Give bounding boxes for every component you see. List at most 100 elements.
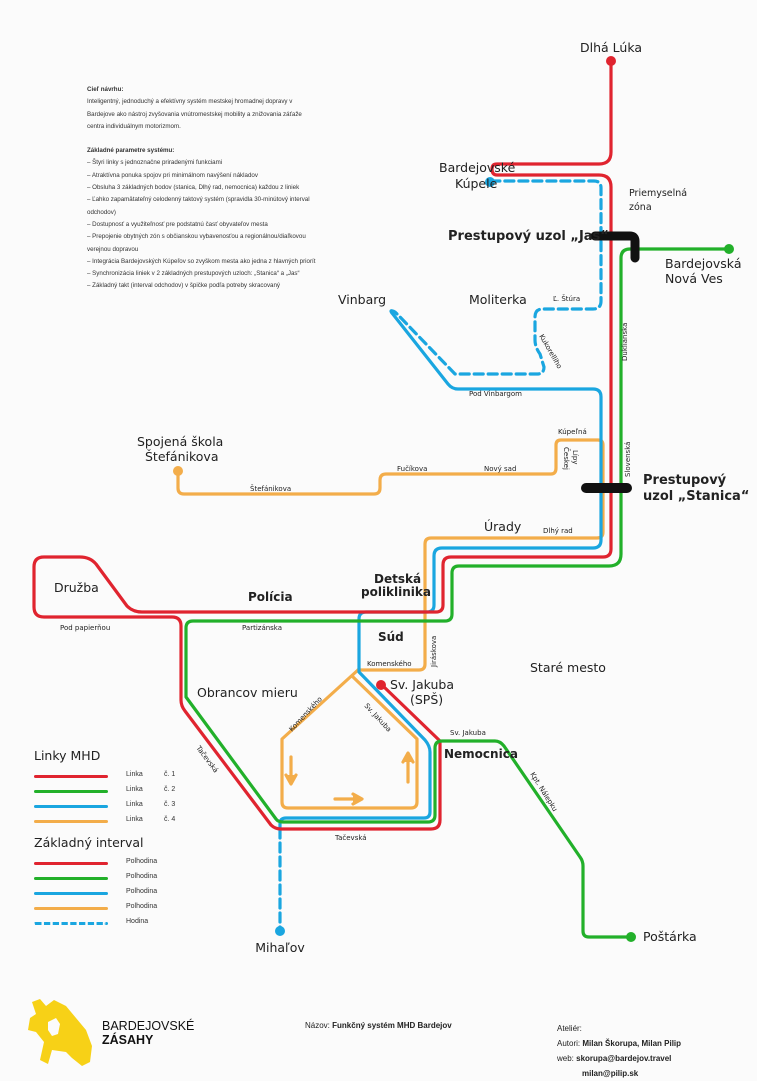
logo-icon — [28, 999, 92, 1066]
web-email-2[interactable]: milan@pilip.sk — [582, 1069, 639, 1078]
station-sv-jakuba: Sv. Jakuba — [390, 677, 454, 692]
legend-interval-1: Polhodina — [34, 856, 194, 871]
street-kpt-nalepku: Kpt. Nálepku — [528, 771, 558, 813]
brand-line-1: BARDEJOVSKÉ — [102, 1019, 195, 1033]
street-kupelna: Kúpeľná — [558, 428, 587, 436]
brand-line-2: ZÁSAHY — [102, 1033, 154, 1047]
area-priemyselna-2: zóna — [629, 202, 652, 213]
area-druzba: Družba — [54, 580, 99, 595]
legend-lines-title: Linky MHD — [34, 748, 101, 763]
street-komenskeho-diag: Komenského — [288, 695, 324, 733]
area-obrancov: Obrancov mieru — [197, 685, 298, 700]
street-novy-sad: Nový sad — [484, 465, 516, 473]
hub-jas-marker — [590, 231, 640, 263]
line-2 — [184, 247, 731, 939]
area-priemyselna: Priemyselná — [629, 188, 687, 199]
street-l-stura: Ľ. Štúra — [553, 294, 580, 303]
street-komenskeho: Komenského — [367, 660, 412, 668]
line-3-dashed-vinbarg — [389, 179, 603, 376]
swatch-interval-3 — [34, 892, 108, 895]
terminus-sv-jakuba — [376, 680, 386, 690]
area-stare-mesto: Staré mesto — [530, 660, 606, 675]
legend-num: č. 4 — [164, 816, 176, 823]
station-policia: Polícia — [248, 590, 293, 604]
line-4-loop — [280, 668, 419, 810]
param-item: – Prepojenie obytných zón s občianskou v… — [87, 233, 306, 253]
street-fucikova: Fučíkova — [397, 465, 427, 473]
hub-stanica-label-2: uzol „Stanica“ — [643, 489, 749, 504]
arrow-right-head — [351, 792, 364, 806]
terminus-skola — [173, 466, 183, 476]
station-detska: Detská — [374, 572, 421, 586]
legend-line-1: Linka č. 1 — [34, 769, 194, 784]
project-name-label: Názov: — [305, 1021, 330, 1030]
street-slovenska: Slovenská — [624, 442, 632, 477]
street-kukorelliho: Kukorelliho — [537, 333, 563, 370]
station-skola: Spojená škola — [137, 434, 223, 449]
station-mihalov: Mihaľov — [255, 940, 305, 955]
station-vinbarg: Vinbarg — [338, 292, 386, 307]
street-pod-papiernou: Pod papierňou — [60, 624, 110, 632]
intro-text: Cieľ návrhu: Inteligentný, jednoduchý a … — [87, 84, 317, 293]
legend-label: Linka — [126, 801, 143, 808]
terminus-postarka — [626, 932, 636, 942]
legend-label: Linka — [126, 771, 143, 778]
station-detska-2: poliklinika — [361, 585, 431, 599]
swatch-line-1 — [34, 775, 108, 778]
legend-label: Linka — [126, 786, 143, 793]
station-nova-ves: Bardejovská — [665, 256, 742, 271]
swatch-line-2 — [34, 790, 108, 793]
legend-label: Hodina — [126, 918, 149, 925]
legend-line-2: Linka č. 2 — [34, 784, 194, 799]
legend-interval-4: Polhodina — [34, 901, 194, 916]
authors-value: Milan Škorupa, Milan Pilip — [582, 1039, 682, 1048]
line-2-main — [184, 247, 731, 939]
project-name-value: Funkčný systém MHD Bardejov — [332, 1021, 452, 1030]
terminus-dlha-luka — [606, 56, 616, 66]
station-nemocnica: Nemocnica — [444, 747, 518, 761]
legend-interval-title: Základný interval — [34, 835, 144, 850]
street-duklianska: Duklianska — [621, 323, 629, 361]
swatch-interval-2 — [34, 877, 108, 880]
param-item: – Ľahko zapamätateľný celodenný taktový … — [87, 196, 310, 216]
param-item: – Dostupnosť a využiteľnosť pre podstatn… — [87, 220, 268, 228]
area-moliterka: Moliterka — [469, 292, 527, 307]
swatch-line-4 — [34, 820, 108, 823]
street-pod-vinbargom: Pod Vinbargom — [469, 390, 522, 398]
goal-heading: Cieľ návrhu: — [87, 86, 124, 93]
station-nova-ves-2: Nová Ves — [665, 271, 723, 286]
swatch-interval-4 — [34, 907, 108, 910]
hub-jas-label: Prestupový uzol „Jas“ — [448, 229, 609, 244]
web-label: web: — [557, 1054, 574, 1063]
station-dlha-luka: Dlhá Lúka — [580, 40, 642, 55]
legend-label: Polhodina — [126, 903, 158, 910]
street-dlhy-rad: Dlhý rad — [543, 527, 573, 535]
param-item: – Atraktívna ponuka spojov pri minimálno… — [87, 171, 258, 179]
line-1 — [32, 60, 613, 831]
station-kupele-2: Kúpele — [455, 176, 498, 191]
street-sv-jakuba-diag: Sv. Jakuba — [363, 702, 393, 734]
authors-label: Autori: — [557, 1039, 581, 1048]
line-1-main — [32, 60, 613, 831]
params-heading: Základné parametre systému: — [87, 147, 175, 155]
atelier-label: Ateliér: — [557, 1024, 582, 1033]
project-name: Názov: Funkčný systém MHD Bardejov — [305, 1021, 452, 1030]
street-stefanikova: Štefánikova — [250, 484, 291, 493]
web-email-1[interactable]: skorupa@bardejov.travel — [576, 1054, 672, 1063]
street-tacevska-diag: Tačevská — [194, 744, 220, 775]
terminus-kupele — [485, 177, 495, 187]
swatch-interval-dashed — [34, 922, 108, 925]
swatch-interval-1 — [34, 862, 108, 865]
street-partizanska: Partizánska — [242, 624, 282, 632]
goal-text: Inteligentný, jednoduchý a efektívny sys… — [87, 98, 302, 130]
arrow-up-head — [401, 751, 415, 764]
legend-label: Polhodina — [126, 888, 158, 895]
legend-interval-2: Polhodina — [34, 871, 194, 886]
legend-num: č. 2 — [164, 786, 176, 793]
station-postarka: Poštárka — [643, 929, 697, 944]
legend-num: č. 1 — [164, 771, 176, 778]
terminus-mihalov — [275, 926, 285, 936]
